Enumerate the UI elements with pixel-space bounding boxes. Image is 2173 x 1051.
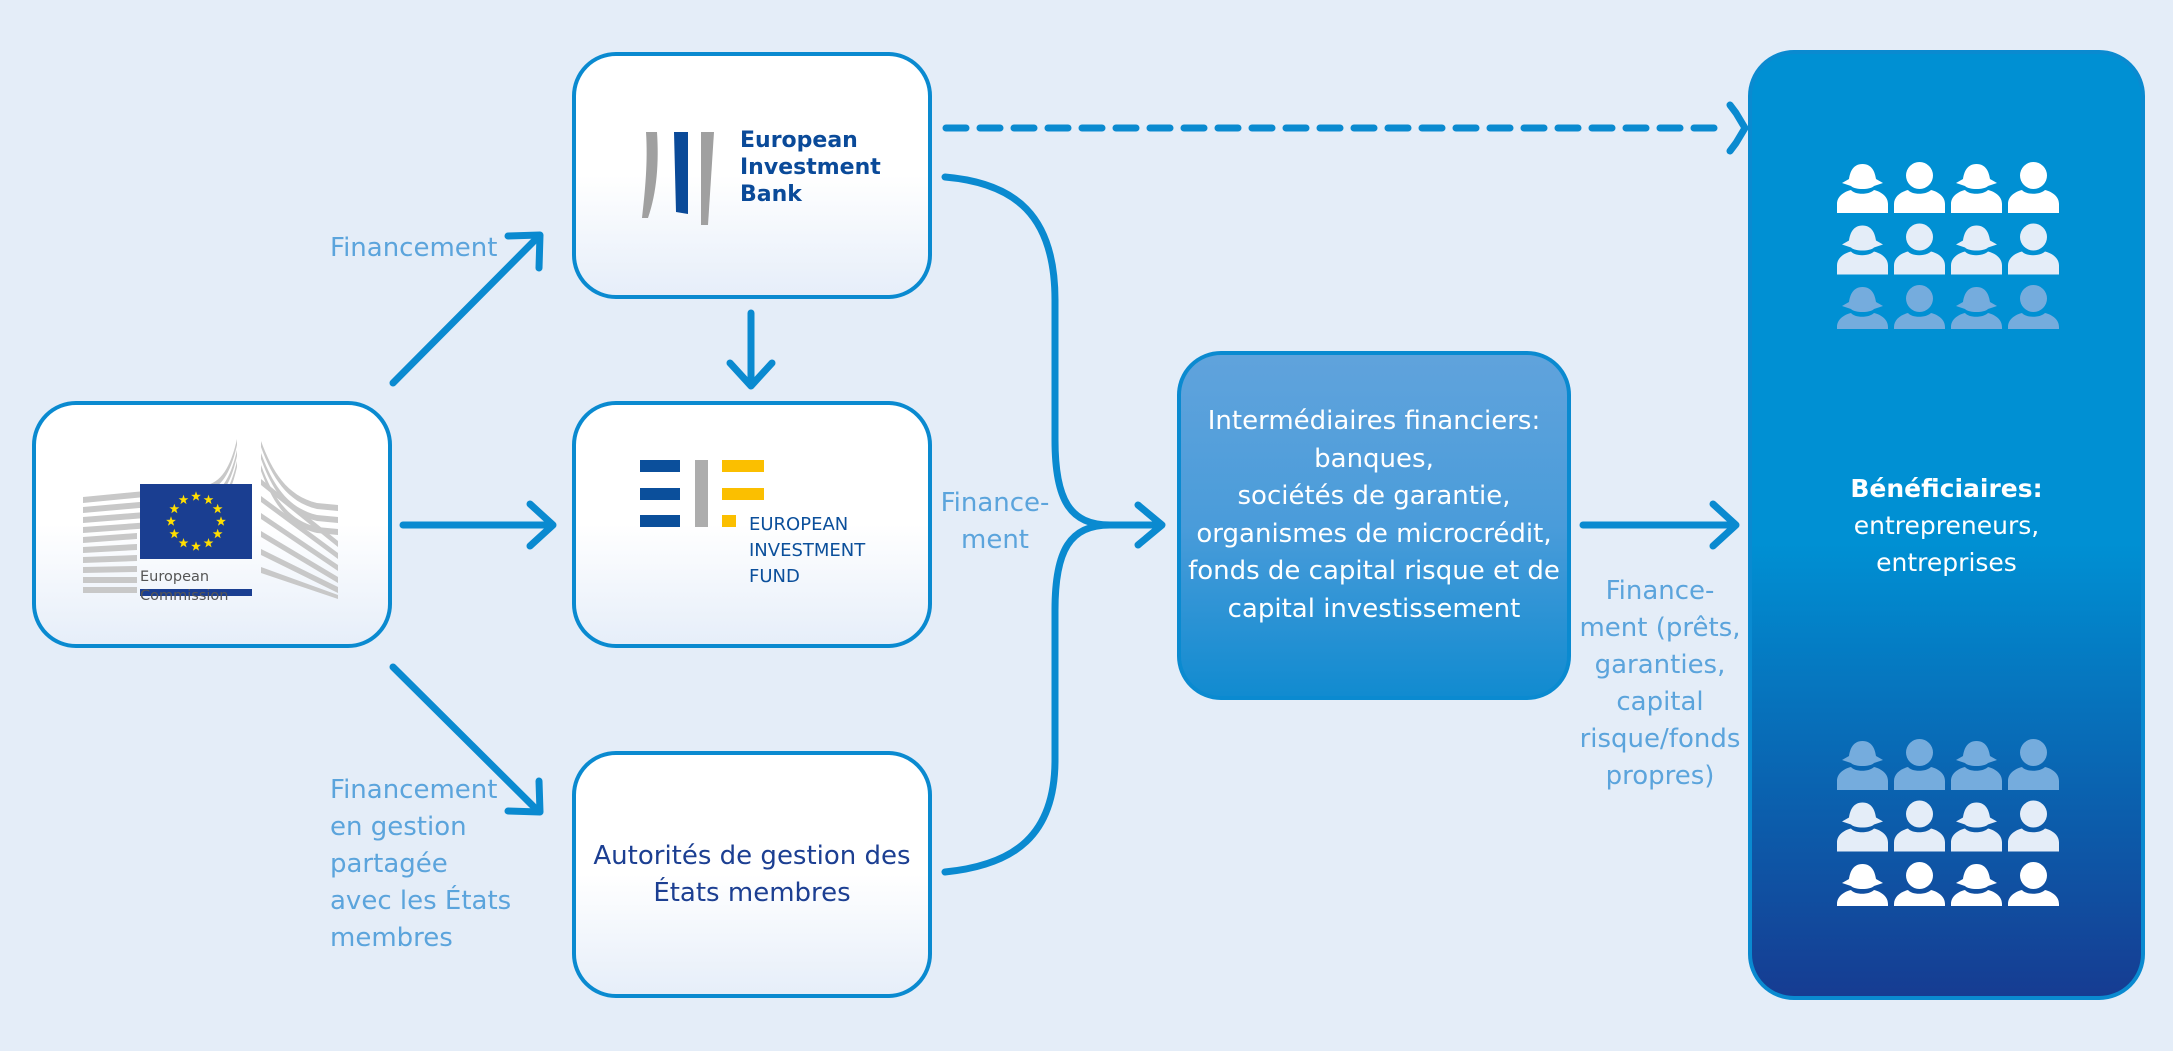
eif-logo-text: EUROPEAN INVESTMENT FUND bbox=[749, 512, 865, 590]
eu-star-icon bbox=[191, 541, 201, 551]
label-shared-line3: partagée bbox=[330, 849, 448, 879]
person-female-icon bbox=[1951, 287, 2002, 329]
person-female-icon bbox=[1951, 164, 2002, 213]
label-right-line5: risque/fonds bbox=[1579, 724, 1741, 754]
people-group-top-icon bbox=[1837, 162, 2059, 329]
eif-text-line3: FUND bbox=[749, 566, 800, 587]
managing-authorities-line2: États membres bbox=[653, 877, 851, 908]
arrow-ec-to-eib bbox=[389, 231, 544, 387]
person-male-icon bbox=[1894, 162, 1945, 213]
person-male-icon bbox=[2008, 862, 2059, 906]
eu-star-icon bbox=[178, 538, 189, 548]
label-ec-to-eib: Financement bbox=[330, 230, 497, 267]
eu-stars bbox=[166, 491, 226, 551]
person-male-icon bbox=[1894, 739, 1945, 790]
eif-logo-icon bbox=[640, 460, 764, 527]
intermediaries-line2: banques, bbox=[1314, 443, 1434, 474]
ec-text-line1: European bbox=[140, 569, 210, 585]
person-female-icon bbox=[1837, 225, 1888, 275]
node-managing-authorities: Autorités de gestion des États membres bbox=[572, 751, 932, 998]
eu-star-icon bbox=[216, 516, 226, 526]
european-commission-logo bbox=[83, 439, 338, 599]
label-shared-line5: membres bbox=[330, 923, 453, 953]
eu-star-icon bbox=[212, 503, 223, 514]
person-female-icon bbox=[1837, 164, 1888, 213]
label-right-line3: garanties, bbox=[1594, 650, 1726, 680]
eu-star-icon bbox=[178, 494, 189, 505]
beneficiaries-line1: entrepreneurs, bbox=[1853, 510, 2040, 540]
eu-star-icon bbox=[166, 516, 176, 526]
person-male-icon bbox=[1894, 800, 1945, 852]
label-right-line4: capital bbox=[1616, 687, 1704, 717]
beneficiaries-title: Bénéficiaires: bbox=[1850, 473, 2043, 503]
label-to-intermediaries: Finance- ment bbox=[935, 485, 1055, 559]
intermediaries-line5: fonds de capital risque et de bbox=[1188, 556, 1560, 586]
ec-text-line2: Commission bbox=[140, 588, 229, 604]
label-shared-line4: avec les États bbox=[330, 886, 512, 916]
label-ec-to-managing-authorities: Financement en gestion partagée avec les… bbox=[330, 772, 511, 957]
eif-text-line2: INVESTMENT bbox=[749, 540, 866, 561]
eib-logo-icon bbox=[642, 132, 714, 225]
eib-text-line2: Investment bbox=[740, 155, 881, 180]
person-female-icon bbox=[1837, 287, 1888, 329]
ec-underline bbox=[140, 589, 252, 596]
person-male-icon bbox=[2008, 223, 2059, 275]
node-european-commission: European Commission bbox=[32, 401, 392, 648]
person-male-icon bbox=[1894, 285, 1945, 329]
person-female-icon bbox=[1837, 802, 1888, 852]
person-female-icon bbox=[1837, 864, 1888, 906]
arrow-ec-to-managing-authorities bbox=[389, 663, 544, 816]
label-right-line1: Finance- bbox=[1605, 576, 1715, 606]
person-male-icon bbox=[2008, 800, 2059, 852]
intermediaries-line1: Intermédiaires financiers: bbox=[1207, 406, 1541, 436]
eu-star-icon bbox=[191, 491, 201, 501]
label-right-line2: ment (prêts, bbox=[1579, 613, 1741, 643]
label-mid-line2: ment bbox=[961, 525, 1029, 555]
person-female-icon bbox=[1951, 864, 2002, 906]
arrow-intermediaries-to-beneficiaries bbox=[1579, 500, 1740, 550]
label-shared-line2: en gestion bbox=[330, 812, 467, 842]
arrow-eib-to-eif bbox=[726, 309, 776, 390]
label-shared-line1: Financement bbox=[330, 775, 498, 805]
eu-star-icon bbox=[169, 528, 180, 539]
eib-text-line1: European bbox=[740, 128, 858, 153]
intermediaries-line4: organismes de microcrédit, bbox=[1196, 518, 1552, 549]
person-female-icon bbox=[1951, 802, 2002, 852]
european-commission-logo-text: European Commission bbox=[140, 568, 228, 606]
arrow-ec-to-eif bbox=[399, 500, 557, 550]
arrow-eib-to-beneficiaries-dashed bbox=[942, 101, 1749, 155]
managing-authorities-line1: Autorités de gestion des bbox=[593, 840, 911, 871]
label-mid-line1: Finance- bbox=[940, 488, 1050, 518]
label-intermediaries-to-beneficiaries: Finance- ment (prêts, garanties, capital… bbox=[1565, 573, 1755, 795]
eib-text-line3: Bank bbox=[740, 182, 802, 207]
person-male-icon bbox=[1894, 223, 1945, 275]
eib-logo-text: European Investment Bank bbox=[740, 127, 881, 208]
person-male-icon bbox=[1894, 862, 1945, 906]
beneficiaries-line2: entreprises bbox=[1876, 547, 2017, 577]
people-group-bottom-icon bbox=[1837, 739, 2059, 906]
person-male-icon bbox=[2008, 285, 2059, 329]
brace-to-intermediaries bbox=[941, 173, 1164, 876]
node-european-investment-fund: EUROPEAN INVESTMENT FUND bbox=[572, 401, 932, 648]
eu-star-icon bbox=[203, 494, 214, 505]
eu-star-icon bbox=[212, 528, 223, 539]
eu-star-icon bbox=[203, 538, 214, 548]
person-male-icon bbox=[2008, 162, 2059, 213]
intermediaries-line3: sociétés de garantie, bbox=[1237, 481, 1511, 511]
person-female-icon bbox=[1951, 225, 2002, 275]
eif-text-line1: EUROPEAN bbox=[749, 514, 849, 535]
berlaymont-building-right-icon bbox=[261, 441, 338, 599]
node-beneficiaries: Bénéficiaires: entrepreneurs, entreprise… bbox=[1748, 50, 2145, 1000]
brace-arrowhead bbox=[1134, 501, 1166, 549]
label-right-line6: propres) bbox=[1605, 761, 1715, 791]
person-male-icon bbox=[2008, 739, 2059, 790]
node-financial-intermediaries: Intermédiaires financiers: banques, soci… bbox=[1177, 351, 1571, 700]
person-female-icon bbox=[1951, 741, 2002, 790]
label-financement: Financement bbox=[330, 233, 498, 263]
intermediaries-line6: capital investissement bbox=[1227, 593, 1521, 624]
eu-star-icon bbox=[169, 503, 180, 514]
person-female-icon bbox=[1837, 741, 1888, 790]
node-european-investment-bank: European Investment Bank bbox=[572, 52, 932, 299]
